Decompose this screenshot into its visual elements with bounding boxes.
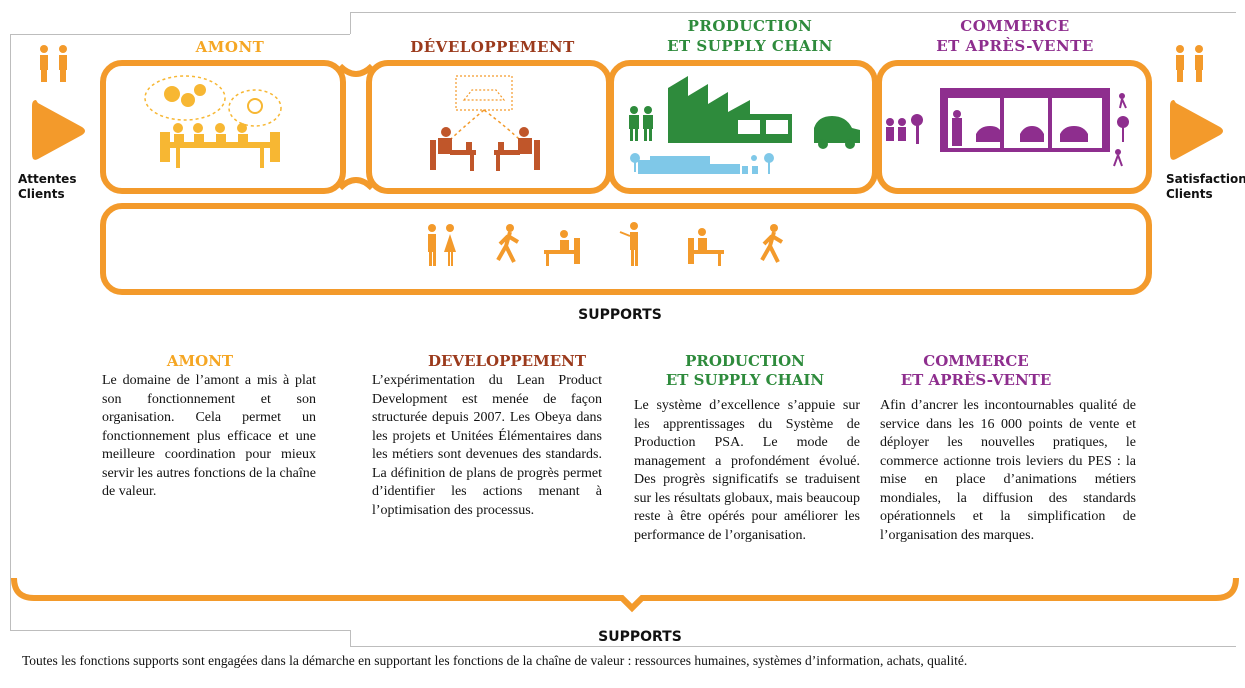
commerce-dealership-illustration	[886, 88, 1129, 167]
production-factory-illustration	[629, 76, 860, 174]
column-title-production: PRODUCTION ET SUPPLY CHAIN	[630, 352, 860, 390]
stage-title-developpement: DÉVELOPPEMENT	[410, 38, 575, 56]
column-title-amont: AMONT	[166, 352, 234, 370]
stage-title-commerce-line1: COMMERCE	[960, 17, 1070, 35]
frame-top-line	[350, 12, 1236, 13]
developpement-illustration	[430, 75, 540, 171]
frame-bottom-right	[350, 646, 1236, 647]
left-label-line2: Clients	[18, 187, 65, 201]
column-title-developpement: DEVELOPPEMENT	[427, 352, 587, 370]
column-title-commerce: COMMERCE ET APRÈS-VENTE	[876, 352, 1076, 390]
column-text-production: Le système d’excellence s’appuie sur les…	[634, 398, 860, 543]
stage-box-commerce	[876, 60, 1152, 194]
right-people-icon	[1176, 45, 1203, 82]
stage-title-commerce: COMMERCE ET APRÈS-VENTE	[885, 16, 1145, 56]
stage-title-amont: AMONT	[195, 38, 265, 56]
stage-title-production: PRODUCTION ET SUPPLY CHAIN	[615, 16, 885, 56]
frame-step-line	[350, 12, 351, 34]
column-title-commerce-line1: COMMERCE	[923, 352, 1029, 370]
frame-left-line	[10, 34, 11, 630]
column-title-production-line2: ET SUPPLY CHAIN	[665, 371, 825, 389]
column-text-commerce: Afin d’ancrer les incontournables qualit…	[880, 398, 1136, 543]
amont-meeting-illustration	[144, 75, 282, 168]
footer-heading: SUPPORTS	[598, 629, 682, 645]
left-label: Attentes Clients	[18, 172, 76, 202]
supports-people-illustration	[428, 222, 784, 266]
stage-title-production-line2: ET SUPPLY CHAIN	[667, 37, 833, 55]
frame-bottom-line	[10, 630, 350, 631]
column-title-production-line1: PRODUCTION	[685, 352, 805, 370]
stage-title-commerce-line2: ET APRÈS-VENTE	[936, 37, 1094, 55]
supports-box	[100, 203, 1152, 295]
right-arrow-icon	[1170, 100, 1223, 160]
stage-title-production-line1: PRODUCTION	[687, 17, 813, 35]
column-text-amont: Le domaine de l’amont a mis à plat son f…	[102, 373, 316, 499]
left-people-icon	[40, 45, 67, 82]
left-arrow-icon	[32, 100, 85, 160]
column-title-commerce-line2: ET APRÈS-VENTE	[900, 371, 1052, 389]
left-label-line1: Attentes	[18, 172, 77, 186]
column-text-developpement: L’expérimentation du Lean Product Develo…	[372, 373, 602, 518]
right-label-line1: Satisfaction	[1166, 172, 1245, 186]
footer-text: Toutes les fonctions supports sont engag…	[22, 653, 968, 668]
right-label: Satisfaction Clients	[1166, 172, 1245, 202]
frame-bottom-step	[350, 630, 351, 646]
right-label-line2: Clients	[1166, 187, 1213, 201]
supports-heading: SUPPORTS	[578, 307, 662, 323]
frame-left-top-line	[10, 34, 350, 35]
